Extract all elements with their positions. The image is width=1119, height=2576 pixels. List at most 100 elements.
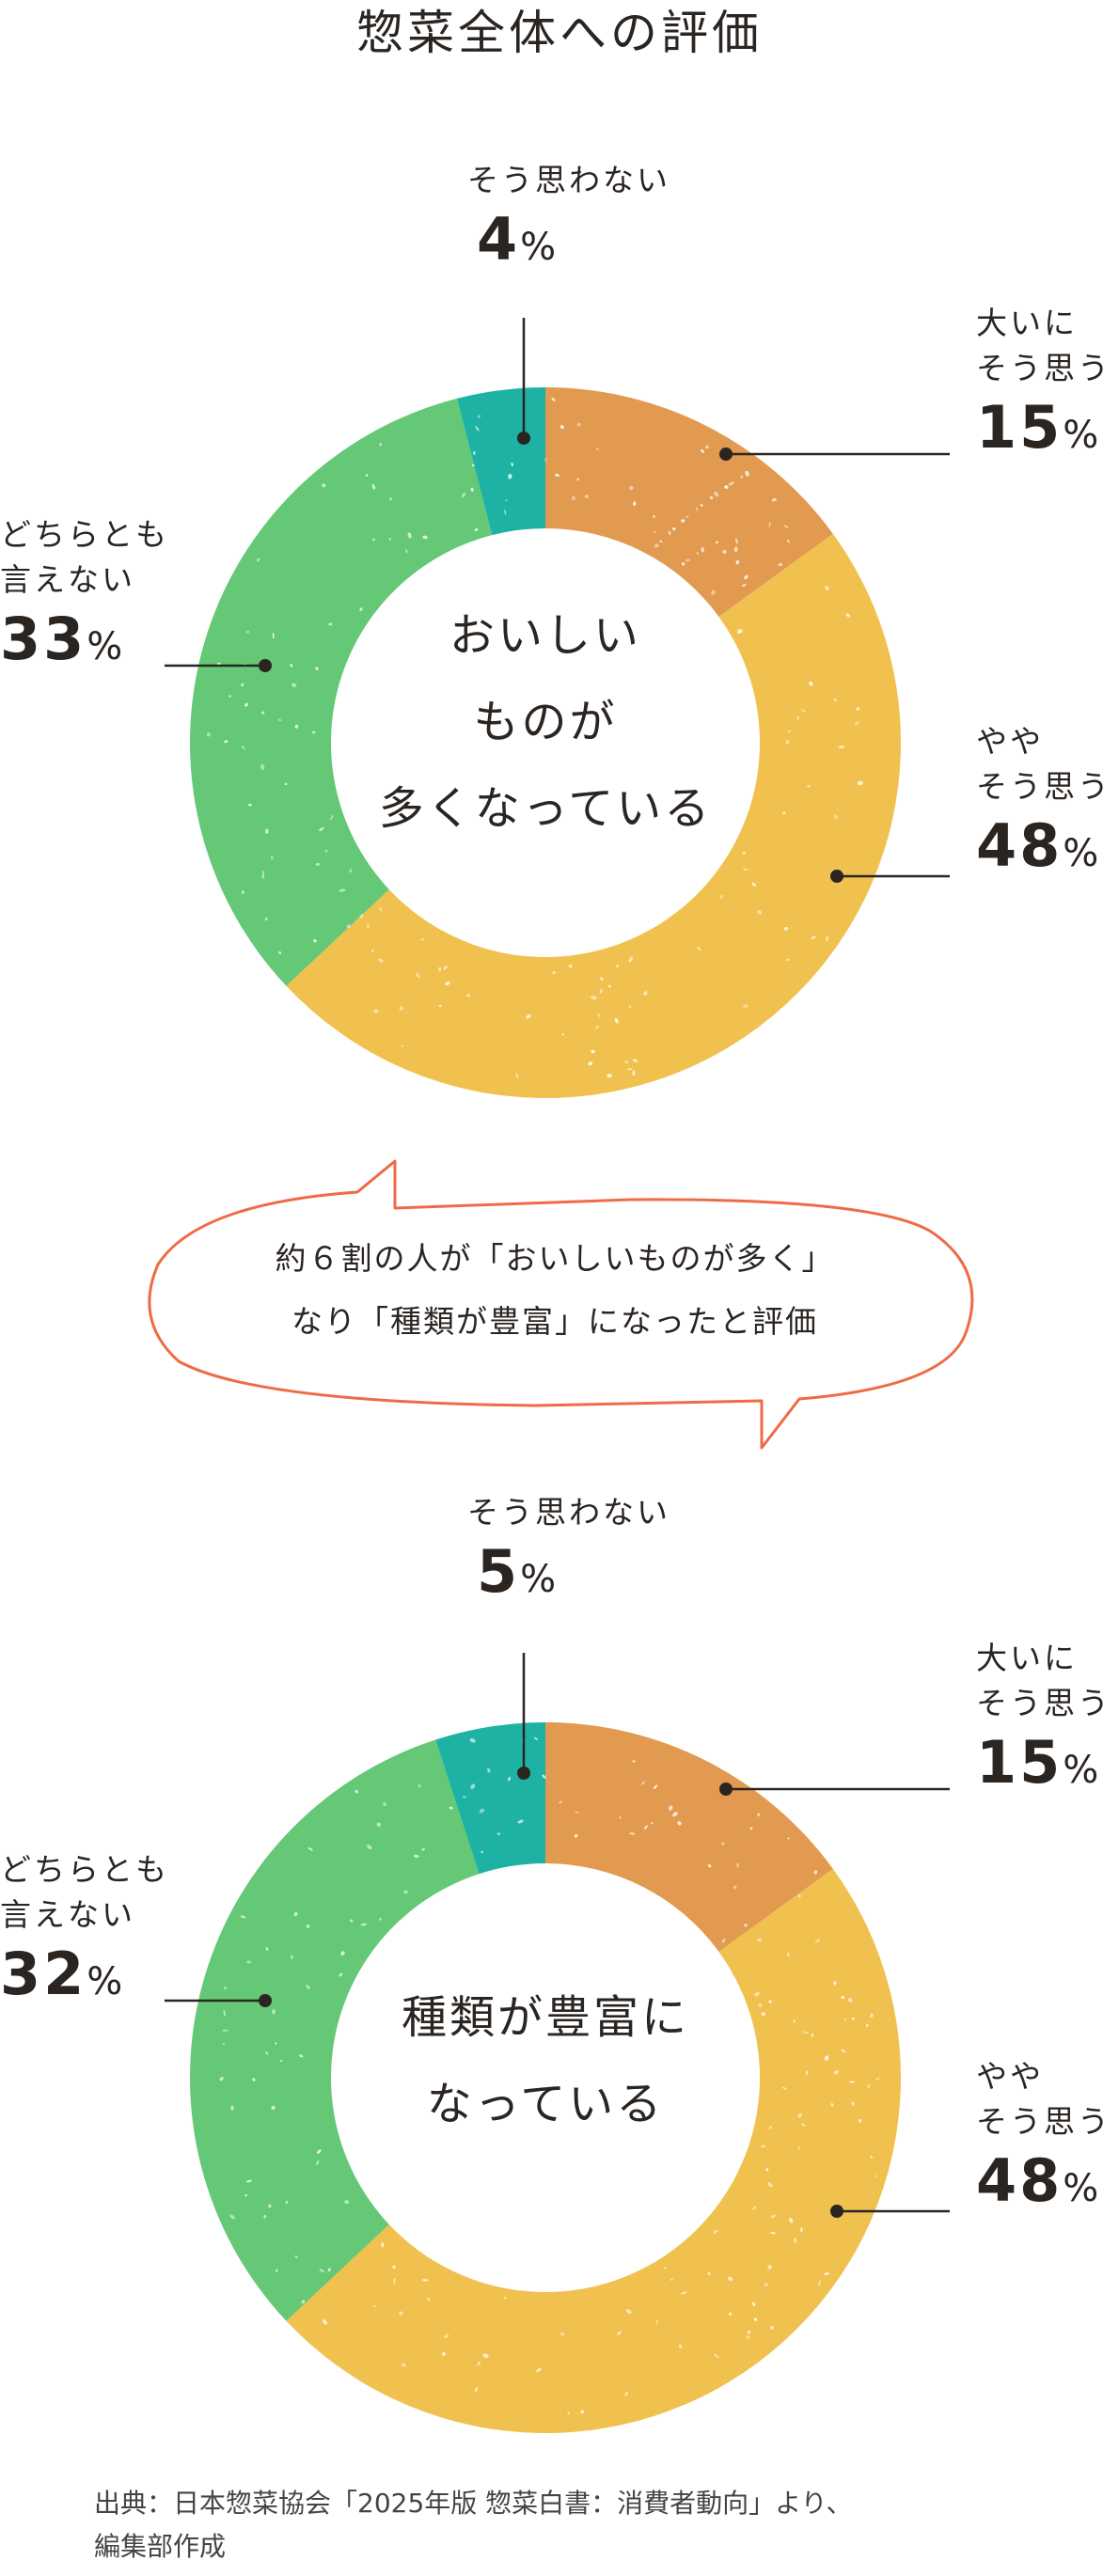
- chart-2-speckle: [728, 2276, 733, 2282]
- chart-2-speckle: [653, 1784, 658, 1790]
- chart-1-speckle: [261, 871, 265, 873]
- chart-2-speckle: [770, 2325, 774, 2330]
- chart-2-speckle: [859, 2118, 862, 2123]
- chart-2-label-strongly: 大いに そう思う 15%: [976, 1636, 1111, 1807]
- chart-1-speckle: [709, 495, 714, 500]
- chart-1-speckle: [724, 485, 729, 489]
- chart-2-speckle: [753, 2317, 758, 2321]
- chart-1-speckle: [422, 535, 428, 540]
- chart-1-speckle: [315, 667, 319, 671]
- chart-1-speckle: [735, 559, 740, 565]
- chart-2-speckle: [677, 1821, 682, 1826]
- chart-1-speckle: [600, 977, 604, 982]
- chart-2-speckle: [393, 2278, 396, 2285]
- chart-2-speckle: [240, 1915, 246, 1919]
- chart-1-speckle: [696, 507, 699, 511]
- chart-1-speckle: [652, 514, 655, 518]
- donut-chart-1: [190, 387, 901, 1098]
- chart-2-speckle: [340, 1951, 345, 1956]
- chart-1-speckle: [808, 681, 813, 686]
- chart-2-speckle: [392, 2265, 397, 2270]
- chart-2-speckle: [624, 2391, 629, 2396]
- chart-1-speckle: [466, 994, 470, 997]
- chart-1-speckle: [720, 894, 723, 900]
- chart-2-speckle: [222, 2029, 229, 2032]
- chart-1-speckle: [783, 525, 789, 528]
- chart-1-speckle: [778, 562, 783, 567]
- chart-2-disagree-pct: 5%: [428, 1535, 710, 1616]
- chart-1-speckle: [473, 451, 476, 455]
- chart-2-speckle: [751, 2301, 756, 2307]
- chart-1-strongly-unit: %: [1063, 414, 1102, 457]
- chart-2-speckle: [449, 1806, 453, 1810]
- chart-1-speckle: [551, 397, 556, 401]
- chart-1-speckle: [271, 856, 274, 860]
- chart-2-speckle: [800, 2226, 803, 2233]
- chart-1-speckle: [322, 483, 326, 488]
- chart-1-strongly-value: 15: [976, 393, 1064, 462]
- chart-2-speckle: [713, 2229, 718, 2234]
- chart-2-speckle: [757, 1813, 761, 1817]
- chart-1-speckle: [701, 546, 704, 553]
- chart-2-speckle: [503, 2297, 507, 2300]
- chart-1-speckle: [597, 1013, 601, 1017]
- chart-1-center-line-3: 多くなっている: [378, 782, 713, 835]
- chart-1-speckle: [373, 1009, 379, 1013]
- chart-2-speckle: [843, 2018, 846, 2021]
- chart-1-speckle: [401, 1045, 404, 1047]
- chart-1-speckle: [653, 531, 656, 534]
- chart-2-speckle: [841, 1995, 845, 2000]
- chart-1-speckle: [278, 950, 282, 955]
- chart-2-speckle: [617, 2331, 622, 2335]
- chart-1-speckle: [736, 629, 743, 634]
- chart-1-speckle: [696, 552, 700, 555]
- chart-1-leader-lines: [165, 318, 950, 883]
- chart-2-speckle: [381, 2242, 385, 2248]
- chart-2-speckle: [580, 2410, 585, 2414]
- chart-2-speckle: [733, 1885, 737, 1890]
- chart-1-somewhat-value: 48: [976, 811, 1064, 880]
- chart-1-speckle: [260, 763, 265, 771]
- chart-2-speckle: [402, 2363, 406, 2367]
- chart-2-speckle: [383, 1802, 386, 1807]
- chart-1-speckle: [807, 785, 811, 788]
- chart-2-speckle: [770, 2231, 776, 2235]
- chart-1-speckle: [742, 584, 747, 587]
- chart-1-neutral-pct: 33%: [0, 603, 169, 683]
- chart-1-speckle: [628, 1005, 632, 1009]
- chart-2-speckle: [751, 2206, 757, 2210]
- chart-1-neutral-unit: %: [87, 625, 126, 668]
- chart-2-speckle: [768, 2000, 772, 2003]
- chart-2-speckle: [376, 1822, 382, 1828]
- chart-2-center-label: 種類が豊富に なっている: [357, 1974, 733, 2147]
- chart-2-speckle: [560, 2332, 565, 2336]
- chart-1-speckle: [505, 499, 508, 502]
- chart-2-speckle: [542, 1774, 546, 1780]
- chart-2-label-somewhat: やや そう思う 48%: [976, 2054, 1111, 2225]
- chart-1-speckle: [328, 622, 333, 626]
- chart-1-speckle: [632, 1070, 636, 1076]
- chart-1-speckle: [576, 478, 580, 481]
- chart-1-speckle: [260, 711, 265, 715]
- chart-1-label-somewhat: やや そう思う 48%: [976, 719, 1111, 890]
- chart-1-speckle: [654, 543, 659, 548]
- chart-1-speckle: [515, 1073, 519, 1079]
- chart-2-speckle: [870, 2156, 874, 2159]
- chart-1-speckle: [588, 1061, 593, 1066]
- chart-2-speckle: [625, 2309, 632, 2314]
- chart-2-speckle: [797, 2113, 802, 2118]
- chart-2-somewhat-cat-line-1: やや: [976, 2058, 1044, 2095]
- chart-1-speckle: [786, 540, 790, 543]
- chart-1-speckle: [700, 504, 703, 507]
- chart-2-speckle: [444, 2333, 449, 2339]
- chart-2-speckle: [749, 1827, 753, 1830]
- chart-2-center-line-2: なっている: [426, 2078, 665, 2130]
- chart-2-speckle: [378, 1917, 382, 1921]
- chart-1-speckle: [359, 914, 364, 919]
- chart-2-speckle: [482, 2353, 489, 2359]
- chart-2-speckle: [781, 2086, 787, 2090]
- chart-1-speckle: [388, 497, 393, 501]
- chart-1-speckle: [371, 538, 376, 542]
- chart-1-disagree-pct: 4%: [428, 203, 710, 284]
- chart-2-label-neutral: どちらとも 言えない 32%: [0, 1847, 169, 2018]
